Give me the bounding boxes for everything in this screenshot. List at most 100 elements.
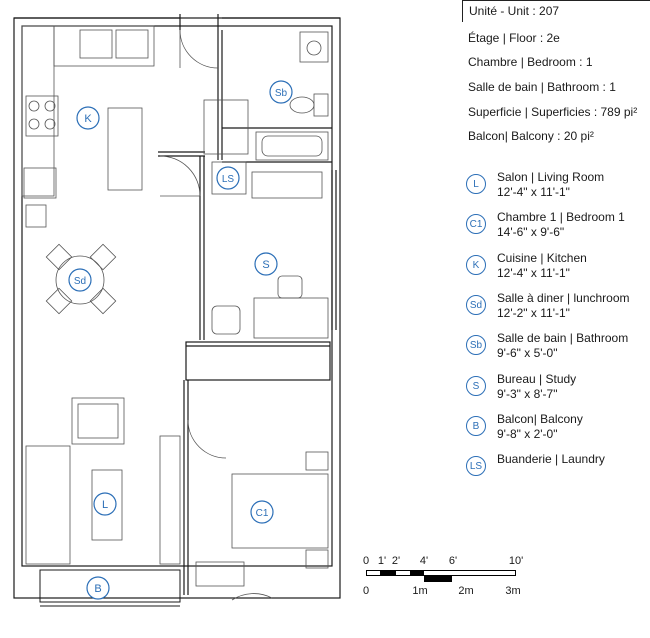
fridge (23, 167, 57, 199)
legend-badge: B (466, 416, 486, 436)
toilet-bowl (289, 96, 315, 114)
scale-metric-label: 3m (505, 585, 521, 597)
legend-item-dining: Sd Salle à diner | lunchroom 12'-2" x 11… (466, 291, 650, 327)
laundry-shelves (251, 171, 323, 199)
legend-badge: Sd (466, 295, 486, 315)
unit-area: Superficie | Superficies : 789 pi² (468, 105, 638, 119)
study-door (159, 155, 201, 197)
room-label-kitchen: K (84, 113, 92, 125)
legend-item-bathroom: Sb Salle de bain | Bathroom 9'-6" x 5'-0… (466, 331, 650, 367)
scale-segment (410, 570, 424, 576)
legend-item-kitchen: K Cuisine | Kitchen 12'-4" x 11'-1" (466, 251, 650, 287)
walls (13, 14, 341, 599)
legend-name: Buanderie | Laundry (497, 452, 605, 466)
unit-balcony-area: Balcon| Balcony : 20 pi² (468, 129, 594, 143)
armchair (71, 397, 125, 445)
scale-metric-label: 2m (458, 585, 474, 597)
kitchen-dishwasher (115, 29, 149, 59)
exterior-wall-inner (21, 25, 333, 567)
legend-name: Salon | Living Room (497, 170, 605, 184)
scale-feet-label: 10' (508, 555, 524, 567)
stove (25, 95, 59, 137)
room-badge-living: L (93, 492, 117, 516)
study-desk (253, 297, 329, 339)
legend-name: Bureau | Study (497, 372, 577, 386)
legend-name: Chambre 1 | Bedroom 1 (497, 210, 625, 224)
dining-set (45, 243, 117, 315)
legend-name: Balcon| Balcony (497, 412, 583, 426)
nightstand-top (305, 451, 329, 471)
room-badge-dining: Sd (68, 268, 92, 292)
scale-metric-label: 0 (362, 585, 370, 597)
bed (231, 473, 329, 549)
scale-feet-label: 1' (377, 555, 387, 567)
scale-feet-label: 4' (419, 555, 429, 567)
sofa (25, 445, 71, 565)
room-label-living: L (102, 499, 108, 511)
living-furniture (25, 397, 181, 565)
legend-item-study: S Bureau | Study 9'-3" x 8'-7" (466, 372, 650, 408)
scale-feet-label: 2' (391, 555, 401, 567)
legend-badge: S (466, 376, 486, 396)
legend-badge: L (466, 174, 486, 194)
balcony-door (231, 593, 273, 601)
legend-dims: 9'-6" x 5'-0" (497, 346, 558, 360)
laundry-machine (211, 161, 247, 195)
scale-metric-label: 1m (412, 585, 428, 597)
room-label-laundry: LS (222, 174, 235, 185)
doors (159, 29, 273, 601)
dining-table (55, 255, 105, 305)
room-badge-bathroom: Sb (269, 80, 293, 104)
kitchen-fixtures (21, 25, 155, 228)
legend-dims: 12'-4" x 11'-1" (497, 185, 570, 199)
bedroom-door (187, 419, 227, 459)
study-armchair (211, 305, 241, 335)
unit-bedroom-count: Chambre | Bedroom : 1 (468, 55, 593, 69)
legend-name: Salle de bain | Bathroom (497, 331, 629, 345)
tv-unit (159, 435, 181, 565)
room-label-balcony: B (94, 583, 101, 595)
kitchen-counter-left (21, 25, 55, 197)
room-badge-study: S (254, 252, 278, 276)
study-chair (277, 275, 303, 299)
kitchen-island (107, 107, 143, 191)
coffee-table (91, 469, 123, 541)
room-badge-balcony: B (86, 576, 110, 600)
legend-item-living: L Salon | Living Room 12'-4" x 11'-1" (466, 170, 650, 206)
unit-bathroom-count: Salle de bain | Bathroom : 1 (468, 80, 616, 94)
legend-name: Cuisine | Kitchen (497, 251, 587, 265)
bedroom-furniture (195, 451, 329, 587)
kitchen-counter-top (53, 25, 155, 67)
room-badge-laundry: LS (216, 166, 240, 190)
legend-item-balcony: B Balcon| Balcony 9'-8" x 2'-0" (466, 412, 650, 448)
nightstand-bottom (305, 549, 329, 569)
bathroom-fixtures (203, 31, 329, 199)
legend-dims: 12'-4" x 11'-1" (497, 266, 570, 280)
legend-dims: 14'-6" x 9'-6" (497, 225, 565, 239)
floor-plan: K Sb LS S Sd L C1 B (13, 14, 341, 607)
legend-badge: C1 (466, 214, 486, 234)
scale-feet-label: 0 (362, 555, 370, 567)
room-label-bathroom: Sb (275, 88, 288, 99)
legend-dims: 12'-2" x 11'-1" (497, 306, 570, 320)
pantry (25, 204, 47, 228)
scale-segment (452, 570, 516, 571)
room-badge-kitchen: K (76, 106, 100, 130)
legend-item-laundry: LS Buanderie | Laundry (466, 452, 650, 488)
room-label-study: S (262, 259, 269, 271)
scale-feet-label: 6' (448, 555, 458, 567)
scale-bar-frame (366, 570, 516, 576)
room-label-dining: Sd (74, 276, 86, 287)
bath-closet (203, 99, 249, 155)
entry-door (179, 29, 219, 69)
room-label-bedroom: C1 (256, 508, 269, 519)
exterior-wall-outer (13, 17, 341, 599)
legend-item-bedroom: C1 Chambre 1 | Bedroom 1 14'-6" x 9'-6" (466, 210, 650, 246)
unit-title: Unité - Unit : 207 (462, 0, 650, 22)
bathtub (255, 131, 329, 161)
unit-floor: Étage | Floor : 2e (468, 31, 560, 45)
legend-dims: 9'-8" x 2'-0" (497, 427, 558, 441)
kitchen-sink (79, 29, 113, 59)
legend-name: Salle à diner | lunchroom (497, 291, 630, 305)
scale-segment (424, 576, 452, 582)
